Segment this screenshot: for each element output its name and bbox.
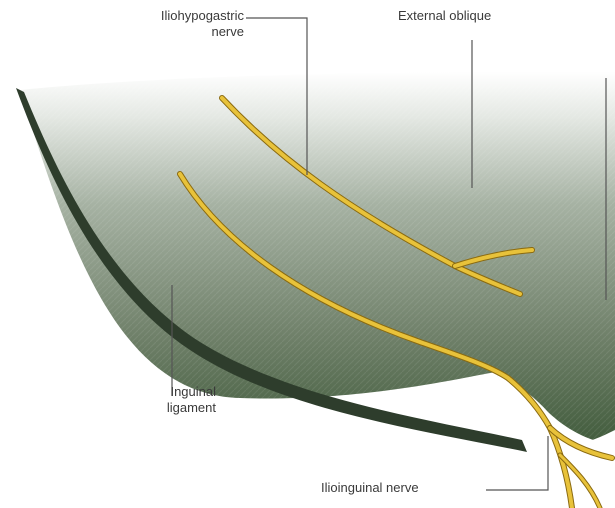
label-inguinal-line1: Inguinal bbox=[124, 384, 216, 400]
label-inguinal-ligament: Inguinal ligament bbox=[124, 384, 216, 416]
label-ilioinguinal-nerve: Ilioinguinal nerve bbox=[321, 480, 419, 496]
label-iliohypogastric-nerve: Iliohypogastric nerve bbox=[118, 8, 244, 40]
label-external-oblique: External oblique bbox=[398, 8, 491, 24]
label-iliohypogastric-line2: nerve bbox=[118, 24, 244, 40]
label-inguinal-line2: ligament bbox=[124, 400, 216, 416]
label-iliohypogastric-line1: Iliohypogastric bbox=[118, 8, 244, 24]
